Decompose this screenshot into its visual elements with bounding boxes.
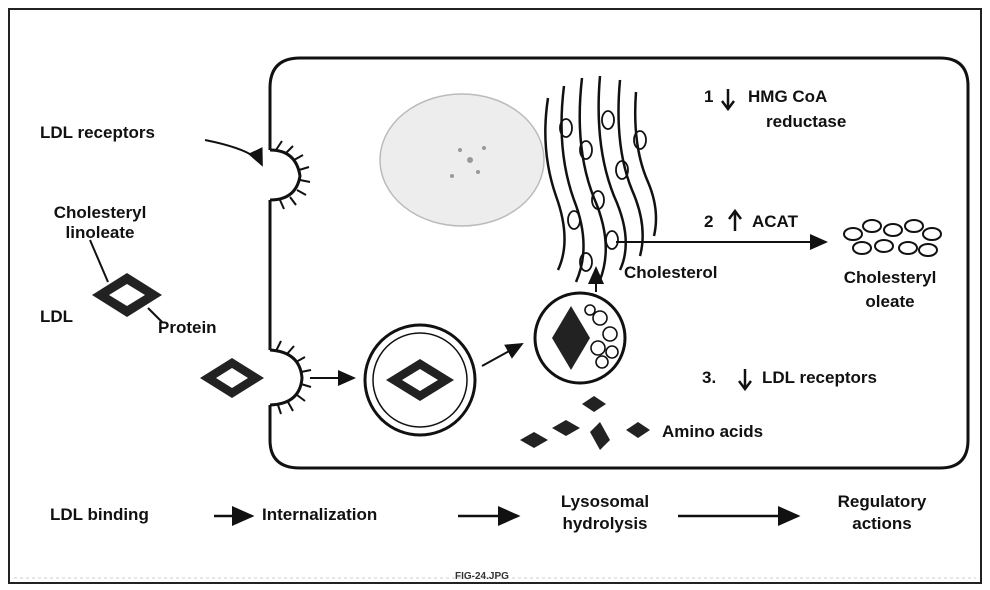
label-cholesteryl-linoleate-1: Cholesteryl [40, 203, 160, 223]
golgi-stack [545, 76, 656, 282]
upper-coated-pit [270, 141, 310, 209]
label-step2-text: ACAT [752, 212, 798, 232]
flow-step-ldl-binding: LDL binding [50, 505, 149, 525]
step3-down-arrow [739, 369, 751, 389]
amino-acid-fragments [520, 396, 650, 450]
label-step1-number: 1 [704, 87, 713, 107]
flow-step-regulatory-2: actions [812, 514, 952, 534]
arrow-vesicle-to-lysosome [482, 344, 522, 366]
flow-step-lysosomal-1: Lysosomal [540, 492, 670, 512]
label-ldl: LDL [40, 307, 73, 327]
label-cholesterol: Cholesterol [624, 263, 718, 283]
label-cholesteryl-oleate-2: oleate [820, 292, 960, 312]
label-step3-number: 3. [702, 368, 716, 388]
label-step1-line1: HMG CoA [748, 87, 827, 107]
step2-up-arrow [729, 211, 741, 231]
coated-vesicle [365, 325, 475, 435]
flow-step-lysosomal-2: hydrolysis [540, 514, 670, 534]
label-step3-text: LDL receptors [762, 368, 877, 388]
receptor-pointer [205, 140, 262, 165]
lysosome [535, 293, 625, 383]
flow-step-internalization: Internalization [262, 505, 377, 525]
lower-coated-pit [270, 341, 311, 414]
label-amino-acids: Amino acids [662, 422, 763, 442]
label-step1-line2: reductase [766, 112, 846, 132]
label-ldl-receptors: LDL receptors [40, 123, 155, 143]
footer-caption: FIG-24.JPG [455, 571, 509, 583]
nucleus [380, 94, 544, 226]
label-step2-number: 2 [704, 212, 713, 232]
flow-step-regulatory-1: Regulatory [812, 492, 952, 512]
label-protein: Protein [158, 318, 217, 338]
cholesteryl-oleate-droplets [844, 220, 941, 256]
incoming-ldl [200, 358, 264, 398]
label-cholesteryl-linoleate-2: linoleate [40, 223, 160, 243]
step1-down-arrow [722, 89, 734, 109]
label-cholesteryl-oleate-1: Cholesteryl [820, 268, 960, 288]
linoleate-pointer [90, 240, 108, 282]
